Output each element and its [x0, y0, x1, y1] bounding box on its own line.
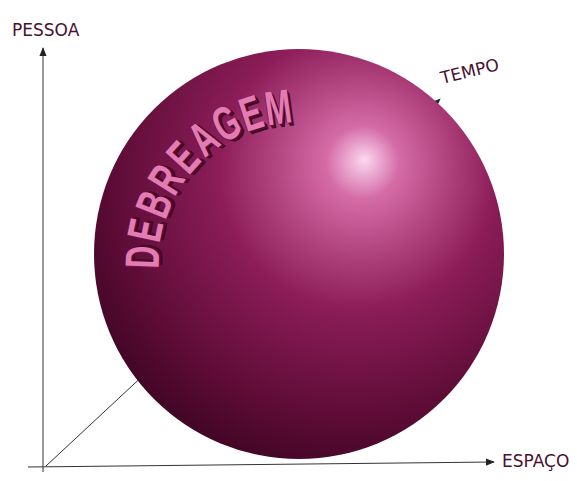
space-axis [28, 462, 494, 467]
axis-label: TEMPO [439, 56, 501, 87]
axis-label: PESSOA [12, 22, 79, 39]
sphere: DEBREAGEM [93, 48, 505, 460]
title-letter: M [262, 81, 294, 132]
axis-label: ESPAÇO [502, 453, 569, 470]
title-letter: D [118, 245, 167, 269]
person-axis [43, 48, 44, 472]
sphere-title: DEBREAGEM [93, 48, 505, 460]
sphere-body [94, 49, 504, 459]
